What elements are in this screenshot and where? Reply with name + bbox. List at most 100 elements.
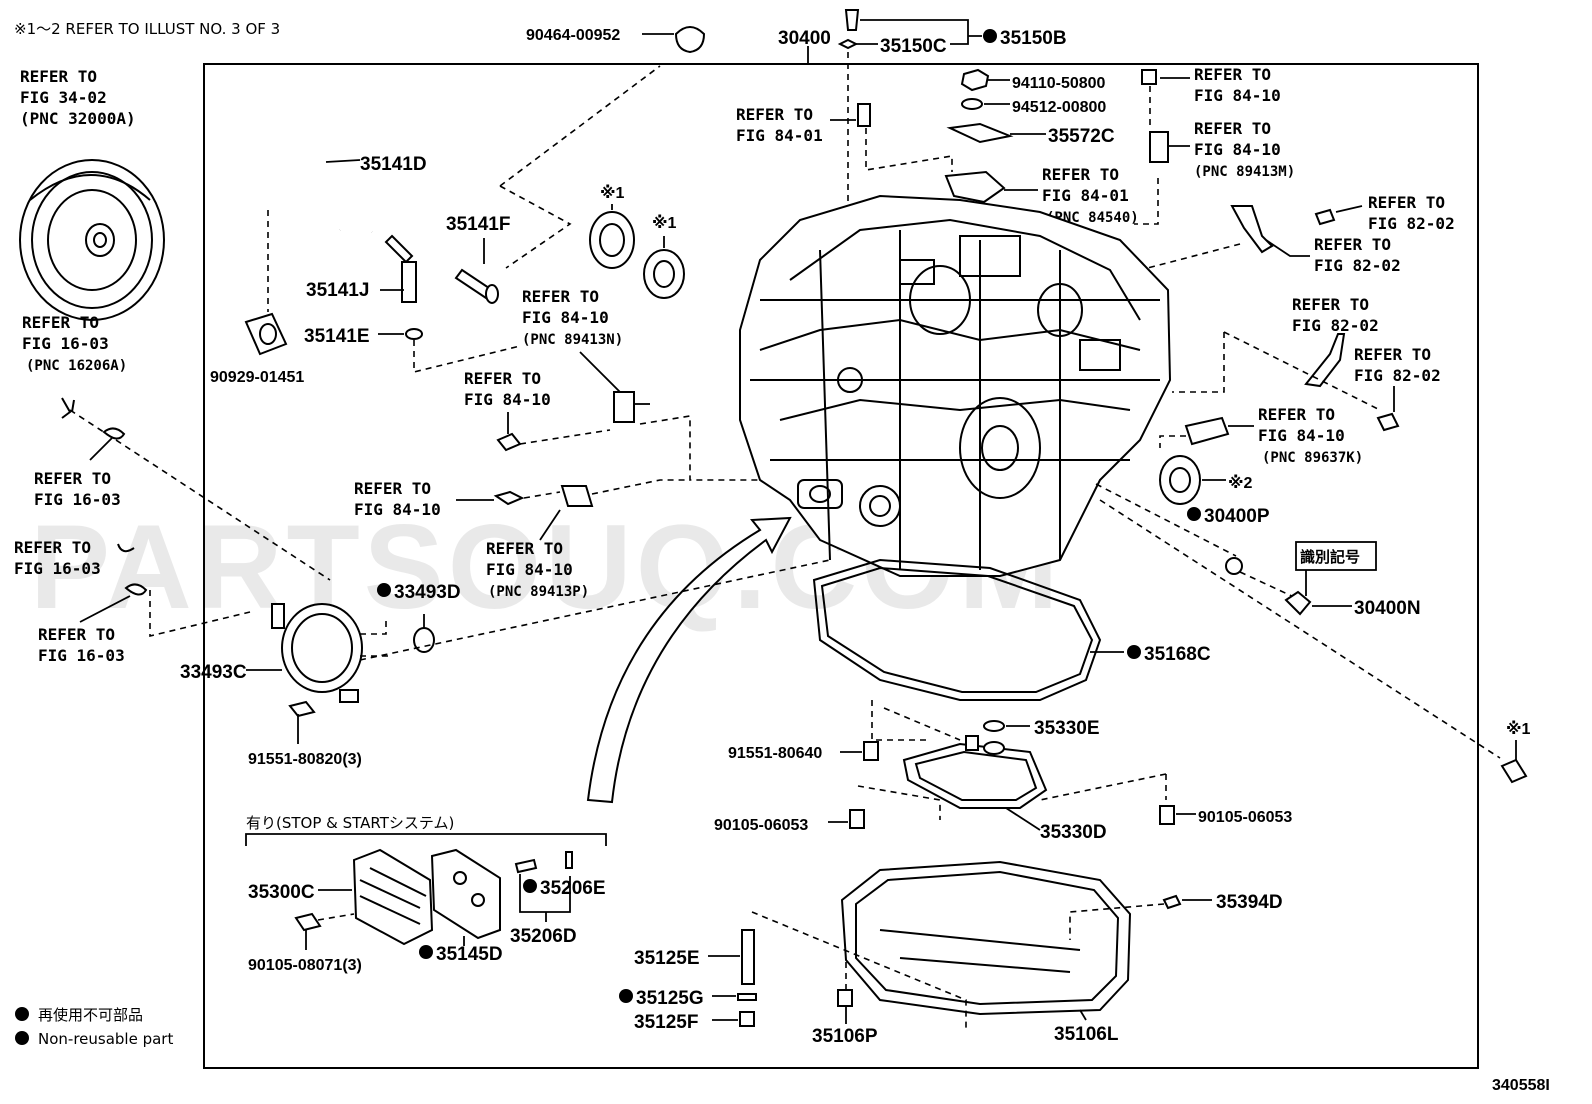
bolt-91551-80640[interactable] — [863, 741, 879, 761]
part-35125E[interactable]: 35125E — [634, 948, 700, 969]
part-90464-00952[interactable]: 90464-00952 — [526, 27, 620, 44]
ref-fig16-03-d[interactable]: REFER TO FIG 16-03 — [38, 625, 125, 665]
part-91551-80820[interactable]: 91551-80820(3) — [248, 751, 362, 768]
part-35141D[interactable]: 35141D — [360, 154, 427, 175]
part-35330E[interactable]: 35330E — [1034, 718, 1100, 739]
oil-seal-2[interactable] — [643, 249, 685, 299]
ref-fig82-02-a[interactable]: REFER TO FIG 82-02 — [1368, 193, 1455, 233]
svg-text:FIG 82-02: FIG 82-02 — [1368, 214, 1455, 233]
ref-fig34-02[interactable]: REFER TO FIG 34-02 (PNC 32000A) — [20, 67, 136, 128]
bolt-91551-80820[interactable] — [288, 700, 316, 718]
part-94512-00800[interactable]: 94512-00800 — [1012, 99, 1106, 116]
stud-35125E[interactable] — [741, 929, 755, 985]
ref-fig82-02-d[interactable]: REFER TO FIG 82-02 — [1354, 345, 1441, 385]
part-90105-06053-b[interactable]: 90105-06053 — [1198, 809, 1292, 826]
part-30400[interactable]: 30400 — [778, 28, 831, 49]
gasket-35145D[interactable] — [430, 848, 501, 940]
plug-30400N[interactable] — [1284, 590, 1312, 616]
bracket-icon — [1304, 333, 1346, 388]
ref-fig84-01-a[interactable]: REFER TO FIG 84-01 — [736, 105, 823, 145]
part-35145D[interactable]: 35145D — [436, 944, 503, 965]
oil-pan-35106L[interactable] — [840, 860, 1132, 1016]
o-ring-35141E[interactable] — [405, 328, 423, 340]
bolt-90105-06053-a[interactable] — [849, 809, 865, 829]
ref-fig16-03-c[interactable]: REFER TO FIG 16-03 — [14, 538, 101, 578]
ref-fig84-10-a[interactable]: REFER TO FIG 84-10 — [1194, 65, 1281, 105]
plug-35150B[interactable] — [844, 9, 860, 31]
oil-seal-3[interactable] — [1159, 455, 1201, 505]
part-35150C[interactable]: 35150C — [880, 36, 947, 57]
part-35141E[interactable]: 35141E — [304, 326, 370, 347]
torque-converter[interactable] — [19, 159, 165, 321]
ref-fig82-02-b[interactable]: REFER TO FIG 82-02 — [1314, 235, 1401, 275]
oil-seal-1[interactable] — [589, 211, 635, 269]
part-35300C[interactable]: 35300C — [248, 882, 315, 903]
pin-35206E[interactable] — [565, 851, 573, 869]
bolt-90105-08071[interactable] — [294, 912, 322, 932]
gasket-35150C[interactable] — [837, 38, 859, 50]
o-ring-30400P[interactable] — [1225, 557, 1243, 575]
oil-strainer-35330D[interactable] — [902, 735, 1048, 809]
part-35141J[interactable]: 35141J — [306, 280, 369, 301]
ref-fig84-10-e[interactable]: REFER TO FIG 84-10 — [354, 479, 441, 519]
part-35206D[interactable]: 35206D — [510, 926, 577, 947]
ref-fig84-10-c[interactable]: REFER TO FIG 84-10 (PNC 89413N) — [522, 287, 623, 348]
part-35206E[interactable]: 35206E — [540, 878, 606, 899]
hose-fitting-35141F[interactable] — [454, 268, 499, 304]
part-30400N[interactable]: 30400N — [1354, 598, 1421, 619]
part-94110-50800[interactable]: 94110-50800 — [1012, 75, 1106, 92]
nut-94110-50800[interactable] — [960, 68, 990, 92]
part-90105-08071[interactable]: 90105-08071(3) — [248, 957, 362, 974]
washer-35125G[interactable] — [737, 993, 757, 1001]
identification-tag — [1295, 541, 1377, 571]
bolt-90105-06053-b[interactable] — [1159, 805, 1175, 825]
hose-union-35141J[interactable] — [384, 234, 417, 303]
non-reusable-mark — [523, 879, 537, 893]
washer-94512-00800[interactable] — [961, 98, 983, 110]
ref-fig84-10-b[interactable]: REFER TO FIG 84-10 (PNC 89413M) — [1194, 119, 1295, 180]
part-35394D[interactable]: 35394D — [1216, 892, 1283, 913]
drain-plug-35106P[interactable] — [837, 989, 853, 1007]
part-35141F[interactable]: 35141F — [446, 214, 510, 235]
ref-fig82-02-c[interactable]: REFER TO FIG 82-02 — [1292, 295, 1379, 335]
part-35572C[interactable]: 35572C — [1048, 126, 1115, 147]
part-30400P[interactable]: 30400P — [1204, 506, 1270, 527]
svg-text:(PNC 16206A): (PNC 16206A) — [26, 358, 127, 374]
part-90105-06053-a[interactable]: 90105-06053 — [714, 817, 808, 834]
oil-cooler-hose[interactable] — [235, 141, 377, 238]
part-91551-80640[interactable]: 91551-80640 — [728, 745, 822, 762]
gasket-35168C[interactable] — [812, 558, 1102, 701]
part-35150B[interactable]: 35150B — [1000, 28, 1067, 49]
part-35106L[interactable]: 35106L — [1054, 1024, 1119, 1045]
part-33493C[interactable]: 33493C — [180, 662, 247, 683]
oil-cooler-33493C[interactable] — [271, 603, 363, 703]
o-ring-35330E[interactable] — [983, 720, 1005, 732]
ref-fig16-03-b[interactable]: REFER TO FIG 16-03 — [34, 469, 121, 509]
hose-clamp-90929-01451[interactable] — [244, 312, 288, 356]
part-35168C[interactable]: 35168C — [1144, 644, 1211, 665]
ref-fig84-10-g[interactable]: REFER TO FIG 84-10 (PNC 89637K) — [1258, 405, 1363, 466]
bolt-icon — [496, 432, 522, 452]
nut-35125F[interactable] — [739, 1011, 755, 1027]
non-reusable-mark — [619, 989, 633, 1003]
ref-fig84-10-d[interactable]: REFER TO FIG 84-10 — [464, 369, 551, 409]
part-35106P[interactable]: 35106P — [812, 1026, 878, 1047]
part-35125F[interactable]: 35125F — [634, 1012, 698, 1033]
transaxle-housing[interactable] — [739, 194, 1172, 577]
bracket-35572C[interactable] — [946, 122, 1014, 144]
svg-text:FIG 16-03: FIG 16-03 — [34, 490, 121, 509]
part-35125G[interactable]: 35125G — [636, 988, 704, 1009]
ref-fig84-10-f[interactable]: REFER TO FIG 84-10 (PNC 89413P) — [486, 539, 589, 600]
part-90929-01451[interactable]: 90929-01451 — [210, 369, 304, 386]
clip-90464-00952[interactable] — [674, 26, 706, 54]
svg-text:REFER TO: REFER TO — [34, 469, 111, 488]
ref-fig16-03-a[interactable]: REFER TO FIG 16-03 (PNC 16206A) — [22, 313, 127, 374]
clip-icon — [102, 427, 126, 440]
svg-text:FIG 84-01: FIG 84-01 — [1042, 186, 1129, 205]
magnet-35394D[interactable] — [1162, 894, 1182, 910]
electric-oil-pump-35300C[interactable] — [352, 848, 434, 946]
part-35330D[interactable]: 35330D — [1040, 822, 1107, 843]
bolt-35206D[interactable] — [514, 858, 538, 874]
part-33493D[interactable]: 33493D — [394, 582, 461, 603]
